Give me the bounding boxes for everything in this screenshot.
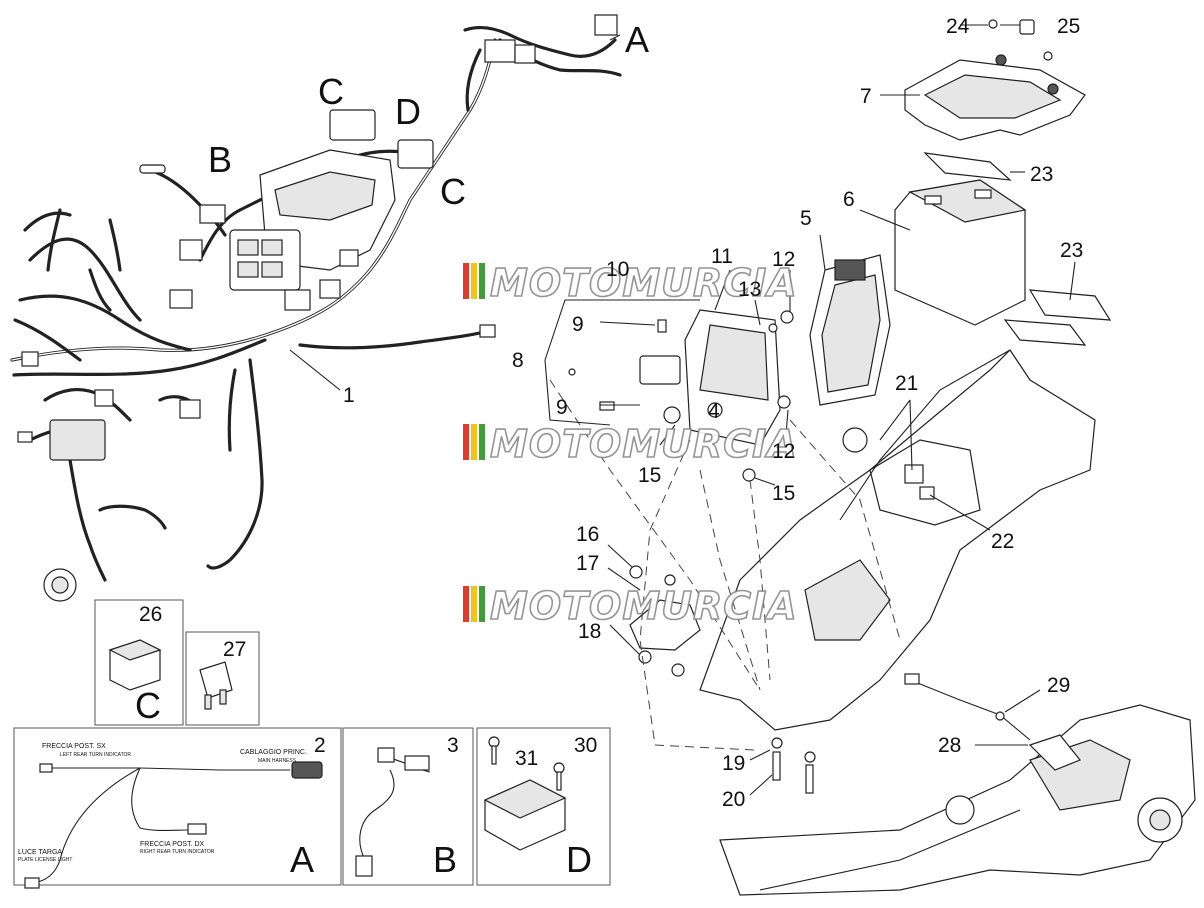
callout-31: 31 — [515, 747, 538, 770]
regulator-part — [629, 565, 701, 677]
callout-9-top: 9 — [572, 313, 584, 336]
callout-4: 4 — [708, 400, 720, 423]
watermark-stripe-yellow — [471, 586, 477, 622]
connector-letter-b: B — [208, 139, 232, 180]
watermark-stripe-red — [463, 424, 469, 460]
label-luce-targa: LUCE TARGA — [18, 849, 62, 856]
sensor-28-29 — [904, 673, 1031, 741]
callout-25: 25 — [1057, 15, 1080, 38]
inset-fuse-27 — [185, 631, 260, 726]
callout-26: 26 — [139, 603, 162, 626]
callout-18: 18 — [578, 620, 601, 643]
inset-letter-b: B — [433, 839, 457, 880]
inset-module-d — [476, 727, 611, 886]
watermark-text: MOTOMURCIA — [490, 584, 798, 628]
label-freccia-dx: FRECCIA POST. DX — [140, 841, 205, 848]
watermark-2: MOTOMURCIA — [463, 421, 798, 467]
connector-letter-d: D — [395, 91, 421, 132]
callout-29: 29 — [1047, 674, 1070, 697]
callout-27: 27 — [223, 638, 246, 661]
callout-20: 20 — [722, 788, 745, 811]
callout-13: 13 — [738, 278, 761, 301]
connector-letter-c-2: C — [440, 171, 466, 212]
screws-19-20 — [771, 737, 816, 794]
main-wiring-harness — [10, 25, 622, 582]
callout-24: 24 — [946, 15, 970, 38]
watermark-stripe-green — [479, 263, 485, 299]
relay-bracket — [568, 309, 794, 482]
connector-letter-c-1: C — [318, 71, 344, 112]
callout-19: 19 — [722, 752, 745, 775]
callout-12-bottom: 12 — [772, 440, 795, 463]
callout-12-top: 12 — [772, 248, 795, 271]
watermark-stripe-red — [463, 263, 469, 299]
callout-17: 17 — [576, 552, 599, 575]
callout-23-side: 23 — [1060, 239, 1083, 262]
watermark-stripe-yellow — [471, 424, 477, 460]
inset-letter-d: D — [566, 839, 592, 880]
callout-23-top: 23 — [1030, 163, 1053, 186]
watermark-stripe-green — [479, 586, 485, 622]
watermark-text: MOTOMURCIA — [490, 422, 798, 466]
watermark-stripe-green — [479, 424, 485, 460]
callout-22: 22 — [991, 530, 1014, 553]
callout-8: 8 — [512, 349, 524, 372]
watermark-3: MOTOMURCIA — [463, 583, 798, 629]
callout-11: 11 — [711, 245, 733, 268]
callout-15-right: 15 — [772, 482, 795, 505]
inset-letter-c: C — [135, 685, 161, 726]
callout-9-bottom: 9 — [556, 396, 568, 419]
callout-16: 16 — [576, 523, 599, 546]
label-luce-targa-sub: PLATE LICENSE LIGHT — [18, 857, 72, 863]
callout-1: 1 — [343, 384, 355, 407]
assembly-guide-lines — [549, 379, 901, 751]
label-cablaggio: CABLAGGIO PRINC. — [240, 749, 307, 756]
callout-7: 7 — [860, 85, 872, 108]
ecu-control-unit — [809, 254, 891, 406]
battery-pad-top — [923, 152, 1012, 181]
callout-30: 30 — [574, 734, 597, 757]
engine-swingarm — [719, 704, 1196, 896]
callout-28: 28 — [938, 734, 961, 757]
inset-relay-26 — [94, 599, 184, 726]
battery — [894, 179, 1027, 326]
watermark-text: MOTOMURCIA — [490, 261, 798, 305]
central-fusebox — [17, 14, 618, 602]
watermark-1: MOTOMURCIA — [463, 260, 798, 306]
label-freccia-sx-sub: LEFT REAR TURN INDICATOR — [60, 752, 131, 758]
watermark-stripe-red — [463, 586, 469, 622]
connector-letter-a: A — [625, 19, 649, 60]
label-freccia-dx-sub: RIGHT REAR TURN INDICATOR — [140, 849, 215, 855]
inset-letter-a: A — [290, 839, 314, 880]
callout-21: 21 — [895, 372, 918, 395]
label-freccia-sx: FRECCIA POST. SX — [42, 743, 106, 750]
rear-mudguard-frame — [699, 349, 1096, 731]
callout-2: 2 — [314, 734, 326, 757]
battery-cover — [904, 19, 1086, 141]
battery-pad-side — [1003, 289, 1112, 346]
callout-5: 5 — [800, 207, 812, 230]
callout-15-left: 15 — [638, 464, 661, 487]
inset-harness-a — [13, 727, 342, 889]
watermark-stripe-yellow — [471, 263, 477, 299]
callout-3: 3 — [447, 734, 459, 757]
leader-lines — [289, 24, 1076, 796]
callout-10: 10 — [606, 258, 629, 281]
label-cablaggio-sub: MAIN HARNESS — [258, 758, 297, 764]
inset-harness-b — [342, 727, 474, 886]
callout-6: 6 — [843, 188, 855, 211]
